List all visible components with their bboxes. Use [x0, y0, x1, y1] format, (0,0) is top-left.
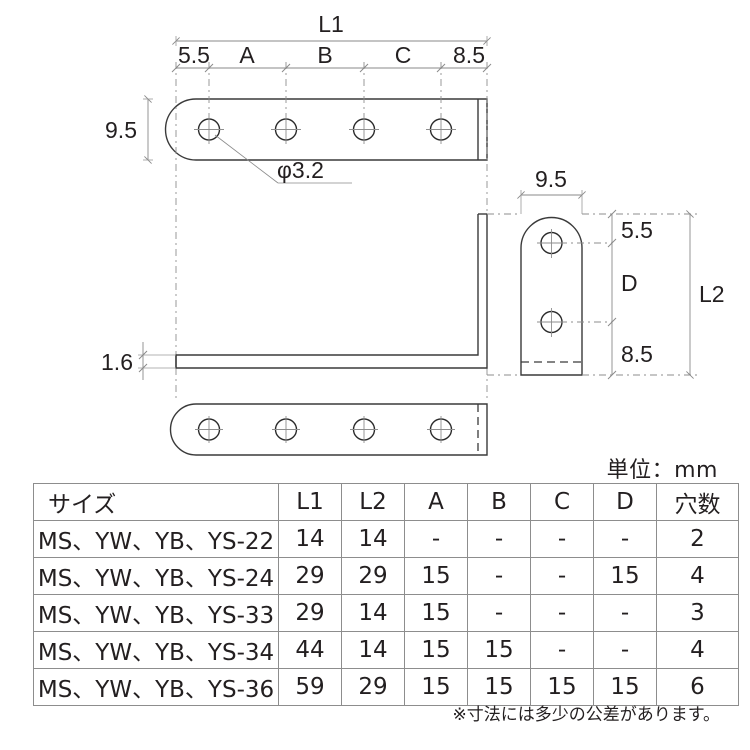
- cell-size: MS、YW、YB、YS-24: [33, 557, 279, 595]
- dim-l1-label: L1: [318, 11, 344, 37]
- dim-height-label: 9.5: [105, 117, 137, 143]
- cell-a: 15: [404, 594, 468, 632]
- unit-note: 単位：mm: [606, 458, 718, 483]
- cell-d: -: [593, 520, 657, 558]
- cell-holes: 6: [656, 668, 739, 706]
- dim-chain-top: 5.5 A B C 8.5: [171, 42, 492, 73]
- top-extension-lines: [175, 62, 488, 400]
- cell-b: -: [467, 520, 531, 558]
- header-holes: 穴数: [656, 483, 739, 521]
- cell-b: -: [467, 594, 531, 632]
- dim-side-seg-1: 5.5: [621, 217, 653, 243]
- cell-l2: 29: [341, 668, 405, 706]
- dim-chain-side: 5.5 D 8.5: [607, 209, 653, 380]
- cell-d: -: [593, 594, 657, 632]
- dim-seg-4: C: [395, 42, 412, 68]
- cell-l2: 29: [341, 557, 405, 595]
- table-row: MS、YW、YB、YS-36 59 29 15 15 15 15 6: [33, 668, 739, 706]
- dim-L2: L2: [686, 210, 725, 379]
- table-header-row: サイズ L1 L2 A B C D 穴数: [33, 483, 739, 521]
- cell-holes: 2: [656, 520, 739, 558]
- bottom-view-plate: [169, 403, 488, 456]
- table-row: MS、YW、YB、YS-33 29 14 15 - - - 3: [33, 594, 739, 632]
- dim-side-seg-3: 8.5: [621, 341, 653, 367]
- cell-c: -: [530, 631, 594, 669]
- dim-side-width-label: 9.5: [535, 166, 567, 192]
- cell-c: 15: [530, 668, 594, 706]
- cell-size: MS、YW、YB、YS-36: [33, 668, 279, 706]
- cell-l1: 44: [278, 631, 342, 669]
- cell-d: -: [593, 631, 657, 669]
- cell-l1: 29: [278, 594, 342, 632]
- cell-b: -: [467, 557, 531, 595]
- cell-d: 15: [593, 557, 657, 595]
- front-elevation-L: [175, 213, 488, 369]
- cell-c: -: [530, 594, 594, 632]
- cell-l1: 59: [278, 668, 342, 706]
- cell-a: 15: [404, 631, 468, 669]
- cell-l1: 14: [278, 520, 342, 558]
- cell-b: 15: [467, 631, 531, 669]
- cell-d: 15: [593, 668, 657, 706]
- header-c: C: [530, 483, 594, 521]
- bottom-view-holes: [195, 416, 455, 443]
- table-row: MS、YW、YB、YS-34 44 14 15 15 - - 4: [33, 631, 739, 669]
- table-row: MS、YW、YB、YS-24 29 29 15 - - 15 4: [33, 557, 739, 595]
- top-view-plate: [164, 98, 488, 161]
- hole-callout: φ3.2: [214, 134, 352, 184]
- cell-l2: 14: [341, 520, 405, 558]
- dim-hole-diameter: φ3.2: [277, 157, 324, 183]
- cell-a: 15: [404, 668, 468, 706]
- dim-L1: L1: [172, 11, 491, 46]
- specification-table: サイズ L1 L2 A B C D 穴数 MS、YW、YB、YS-22 14 1…: [33, 483, 739, 706]
- tolerance-footnote: ※寸法には多少の公差があります。: [452, 705, 720, 725]
- top-view-holes: [194, 115, 456, 144]
- header-a: A: [404, 483, 468, 521]
- dim-seg-2: A: [239, 42, 255, 68]
- dim-side-width: 9.5: [517, 166, 586, 214]
- dim-thickness-label: 1.6: [101, 349, 133, 375]
- dim-seg-5: 8.5: [453, 42, 485, 68]
- header-b: B: [467, 483, 531, 521]
- header-l1: L1: [278, 483, 342, 521]
- header-size: サイズ: [33, 483, 279, 521]
- header-d: D: [593, 483, 657, 521]
- dim-side-seg-2: D: [621, 270, 638, 296]
- dim-seg-1: 5.5: [178, 42, 210, 68]
- table-row: MS、YW、YB、YS-22 14 14 - - - - 2: [33, 520, 739, 558]
- cell-size: MS、YW、YB、YS-33: [33, 594, 279, 632]
- cell-holes: 4: [656, 631, 739, 669]
- cell-c: -: [530, 520, 594, 558]
- cell-size: MS、YW、YB、YS-22: [33, 520, 279, 558]
- cell-a: -: [404, 520, 468, 558]
- cell-l2: 14: [341, 631, 405, 669]
- dim-thickness: 1.6: [101, 342, 176, 380]
- cell-size: MS、YW、YB、YS-34: [33, 631, 279, 669]
- header-l2: L2: [341, 483, 405, 521]
- cell-a: 15: [404, 557, 468, 595]
- dim-width-9p5: 9.5: [105, 95, 153, 164]
- dim-seg-3: B: [317, 42, 332, 68]
- cell-c: -: [530, 557, 594, 595]
- side-view-plate: [487, 213, 700, 376]
- dim-l2-label: L2: [699, 281, 725, 307]
- cell-holes: 4: [656, 557, 739, 595]
- cell-holes: 3: [656, 594, 739, 632]
- cell-l2: 14: [341, 594, 405, 632]
- cell-b: 15: [467, 668, 531, 706]
- technical-drawing: .part { fill:#ffffff; stroke:#3a3a3a; st…: [101, 11, 725, 456]
- cell-l1: 29: [278, 557, 342, 595]
